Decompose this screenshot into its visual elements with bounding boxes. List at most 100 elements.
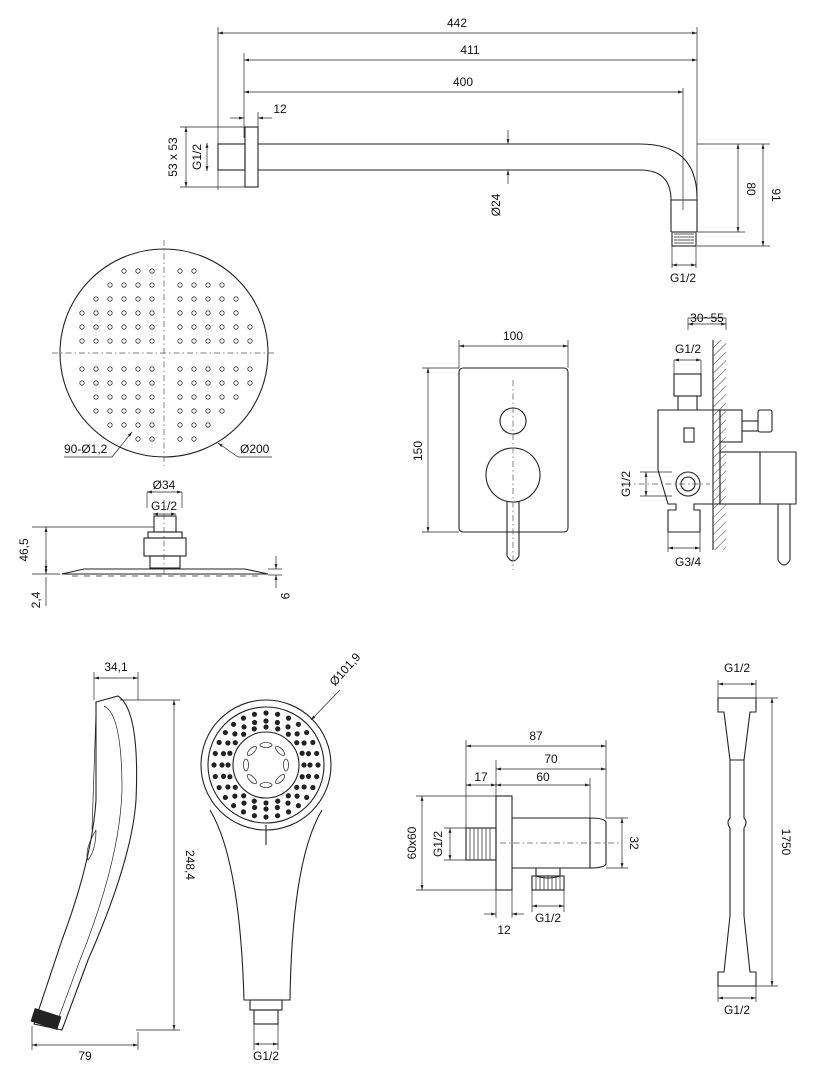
nozzle-dot	[93, 338, 99, 344]
hand-inner-slot	[243, 758, 249, 772]
nozzle-dot	[135, 338, 141, 344]
hand-nozzle-dot	[212, 773, 218, 780]
nozzle-dot	[191, 268, 197, 274]
hand-nozzle-dot	[227, 774, 233, 780]
nozzle-dot	[149, 366, 155, 372]
nozzle-dot	[93, 296, 99, 302]
nozzle-dot	[121, 408, 127, 414]
hand-nozzle-dot	[241, 724, 247, 730]
elbow-flange-size-label: 60x60	[405, 826, 419, 859]
connector-diameter-label: Ø34	[153, 478, 176, 492]
plate-width-label: 100	[503, 329, 523, 343]
nozzle-dot	[205, 394, 211, 400]
elbow-outlet-thread-label: G1/2	[535, 911, 561, 925]
hand-inner-slot	[259, 782, 273, 788]
arm-pipe	[258, 143, 698, 201]
nozzle-dot	[135, 366, 141, 372]
rim-height-label: 9	[278, 593, 292, 600]
hose-thread-bottom-label: G1/2	[724, 1003, 750, 1017]
hand-nozzle-dot	[252, 719, 258, 726]
nozzle-dot	[177, 296, 183, 302]
hand-nozzle-dot	[274, 813, 281, 819]
hand-nozzle-dot	[225, 784, 231, 790]
nozzle-dot	[205, 310, 211, 316]
nozzle-dot	[107, 422, 113, 428]
nozzle-dot	[93, 324, 99, 330]
nozzle-dot	[135, 408, 141, 414]
hand-nozzle-dot	[307, 762, 313, 768]
hand-nozzle-dot	[301, 740, 307, 746]
arm-flange	[244, 126, 259, 188]
nozzle-dot	[121, 324, 127, 330]
nozzle-dot	[233, 394, 239, 400]
hand-nozzle-dot	[285, 793, 291, 799]
nozzle-dot	[135, 282, 141, 288]
hand-nozzle-dot	[263, 710, 269, 716]
nozzle-dot	[177, 310, 183, 316]
hand-nozzle-dot	[219, 762, 225, 768]
hand-width-label: 79	[78, 1049, 92, 1063]
nozzle-dot	[205, 408, 211, 414]
nozzle-dot	[177, 282, 183, 288]
hand-nozzle-dot	[241, 800, 247, 806]
hand-nozzle-dot	[241, 731, 247, 737]
hand-nozzle-dot	[285, 724, 291, 730]
hand-inner-slot	[275, 774, 286, 785]
rain-head-top-view: 90-Ø1,2 Ø200	[52, 240, 276, 466]
elbow-inlet-thread-label: G1/2	[431, 831, 445, 857]
nozzle-dot	[135, 436, 141, 442]
hand-inner-slot	[283, 758, 289, 772]
hose-top-nut	[717, 697, 757, 761]
nozzle-dot	[191, 324, 197, 330]
nozzle-dot	[205, 338, 211, 344]
nozzle-dot	[149, 296, 155, 302]
arm-outlet-thread	[671, 231, 697, 247]
nozzle-dot	[121, 296, 127, 302]
mixer-plate-view: 100 150	[411, 329, 569, 570]
hand-nozzle-dot	[251, 726, 257, 732]
hand-nozzle-dot	[285, 715, 292, 721]
nozzle-dot	[205, 282, 211, 288]
hand-nozzle-dot	[285, 809, 292, 815]
shower-arm-view: 442 411 400 12 53 x 53 G1/2 Ø24	[166, 16, 783, 285]
nozzle-dot	[247, 338, 253, 344]
nozzle-dot	[205, 366, 211, 372]
nozzle-dot	[219, 394, 225, 400]
hand-nozzle-dot	[285, 731, 291, 737]
nozzle-dot	[149, 268, 155, 274]
dim-drop-outer: 91	[769, 188, 783, 202]
hand-nozzle-dot	[227, 750, 233, 756]
nozzle-dot	[205, 380, 211, 386]
nozzle-dot	[205, 296, 211, 302]
hand-nozzle-dot	[294, 784, 300, 790]
side-lever	[760, 451, 797, 566]
hand-nozzle-dot	[230, 803, 237, 809]
hand-nozzle-dot	[301, 784, 307, 790]
nozzle-dot	[79, 366, 85, 372]
rain-head-height-label: 46,5	[17, 538, 31, 562]
nozzle-dot	[233, 338, 239, 344]
nozzle-dot	[149, 310, 155, 316]
nozzle-dot	[191, 380, 197, 386]
nozzle-dot	[121, 282, 127, 288]
dim-arm-total: 442	[447, 16, 467, 30]
hand-nozzle-dot	[305, 773, 312, 779]
rain-head-side-view: Ø34 G1/2 46,5 2,4 9	[17, 478, 292, 608]
hand-nozzle-dot	[299, 750, 305, 756]
nozzle-dot	[149, 338, 155, 344]
nozzle-dot	[107, 408, 113, 414]
hand-nozzle-dot	[252, 804, 258, 811]
hand-nozzle-dot	[222, 794, 228, 801]
hand-shower-front-view: G1/2 Ø101,9	[200, 650, 364, 1063]
nozzle-dot	[79, 338, 85, 344]
hand-inner-slot	[275, 745, 286, 756]
elbow-holder-diameter-label: 32	[627, 836, 641, 850]
thread-wall-label: G1/2	[190, 144, 204, 170]
nozzle-dot	[107, 394, 113, 400]
dim-arm-straight: 400	[453, 75, 473, 89]
hand-nozzle-dot	[251, 711, 258, 717]
nozzle-dot	[247, 324, 253, 330]
plate-height-label: 150	[411, 441, 425, 461]
elbow-flange-offset-label: 17	[474, 770, 488, 784]
hand-nozzle-dot	[274, 804, 280, 811]
